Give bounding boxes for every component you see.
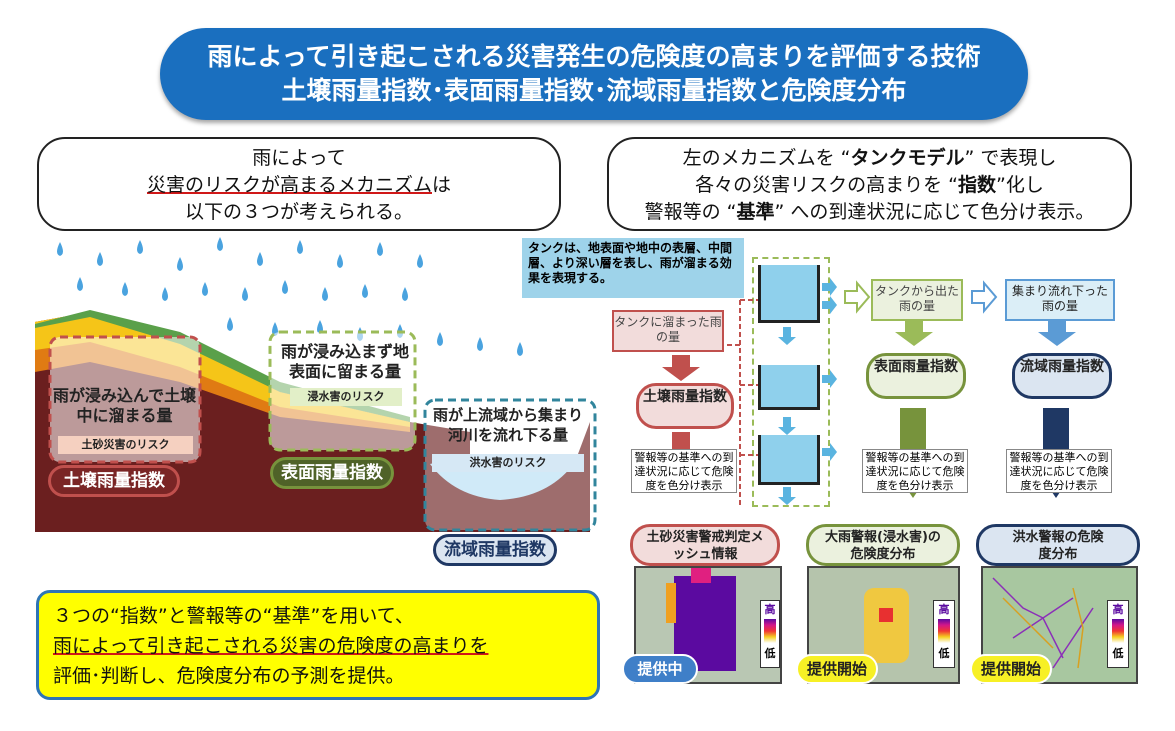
surface-index-node: 表面雨量指数	[866, 353, 966, 399]
line2-pre: 各々の災害リスクの高まりを “	[695, 174, 959, 196]
surface-index-pill: 表面雨量指数	[270, 457, 394, 489]
flow-product-title: 洪水警報の危険度分布	[976, 524, 1140, 566]
legend-high: 高	[938, 603, 950, 616]
surface-map-legend: 高 低	[933, 600, 955, 668]
line1-pre: 左のメカニズムを “	[682, 147, 851, 169]
tank-bubble-line2: 各々の災害リスクの高まりを “指数”化し	[609, 172, 1130, 199]
summary-line2: 雨によって引き起こされる災害の危険度の高まりを	[53, 635, 489, 657]
summary-line1: ３つの“指数”と警報等の“基準”を用いて、	[53, 605, 414, 627]
mechanism-bubble: 雨によって 災害のリスクが高まるメカニズムは 以下の３つが考えられる。	[37, 137, 561, 231]
map-magenta-top	[691, 568, 711, 583]
flow-index-pill: 流域雨量指数	[433, 534, 557, 566]
soil-index-pill: 土壌雨量指数	[48, 465, 180, 497]
line2-post: ”化し	[996, 174, 1044, 196]
map-orange-edge	[666, 583, 676, 623]
soil-map-legend: 高 低	[760, 600, 780, 668]
tank-middle	[758, 365, 820, 410]
soil-box-title: 雨が浸み込んで土壌中に溜まる量	[52, 386, 197, 425]
soil-dashed-box	[48, 335, 202, 464]
flow-index-node: 流域雨量指数	[1012, 353, 1112, 399]
flow-arrows	[725, 278, 998, 505]
tank-bubble-line1: 左のメカニズムを “タンクモデル” で表現し	[609, 145, 1130, 172]
title-line2: 土壌雨量指数･表面雨量指数･流域雨量指数と危険度分布	[281, 76, 907, 105]
collected-flow-label: 集まり流れ下った雨の量	[1005, 279, 1115, 321]
title-banner: 雨によって引き起こされる災害発生の危険度の高まりを評価する技術 土壌雨量指数･表…	[160, 28, 1028, 120]
line3-pre: 警報等の “	[644, 201, 737, 223]
title-line1: 雨によって引き起こされる災害発生の危険度の高まりを評価する技術	[207, 42, 981, 71]
surface-product-title: 大雨警報(浸水害)の危険度分布	[806, 524, 960, 566]
mechanism-line1: 雨によって	[252, 147, 346, 169]
tank-explanation-note: タンクは、地表面や地中の表層、中間層、より深い層を表し、雨が溜まる効果を表現する…	[522, 238, 744, 298]
flow-risk-label: 洪水害のリスク	[432, 454, 584, 472]
mechanism-line3: 以下の３つが考えられる。	[184, 201, 413, 223]
tank-upper	[758, 265, 820, 323]
tank-input-label: タンクに溜まった雨の量	[612, 310, 724, 352]
line1-post: ” で表現し	[964, 147, 1057, 169]
summary-line3: 評価･判断し、危険度分布の予測を提供。	[53, 665, 405, 687]
surface-status-badge: 提供開始	[796, 654, 878, 684]
surface-box-title: 雨が浸み込まず地表面に留まる量	[280, 342, 409, 381]
soil-product-title: 土砂災害警戒判定メッシュ情報	[630, 524, 780, 566]
legend-high: 高	[1112, 603, 1124, 616]
mechanism-line2: 災害のリスクが高まるメカニズムは	[39, 172, 559, 199]
soil-coloring-note: 警報等の基準への到達状況に応じて危険度を色分け表示	[631, 449, 737, 493]
summary-box: ３つの“指数”と警報等の“基準”を用いて、 雨によって引き起こされる災害の危険度…	[36, 590, 600, 700]
river-lines	[992, 577, 1094, 669]
flow-coloring-note: 警報等の基準への到達状況に応じて危険度を色分け表示	[1006, 449, 1112, 493]
legend-bar	[1112, 619, 1124, 643]
tank-model-bubble: 左のメカニズムを “タンクモデル” で表現し 各々の災害リスクの高まりを “指数…	[607, 137, 1132, 231]
tank-output-label: タンクから出た雨の量	[871, 279, 963, 321]
legend-high: 高	[764, 603, 776, 616]
flow-status-badge: 提供開始	[970, 654, 1052, 684]
soil-risk-label: 土砂災害のリスク	[58, 436, 193, 454]
legend-bar	[938, 619, 950, 643]
line3-bold: 基準	[736, 201, 775, 223]
mechanism-line2-rest: は	[432, 174, 452, 196]
surface-risk-label: 浸水害のリスク	[290, 388, 402, 406]
flow-box-title: 雨が上流域から集まり河川を流れ下る量	[432, 406, 583, 444]
line1-bold: タンクモデル	[850, 147, 965, 169]
line2-bold: 指数	[958, 174, 997, 196]
map-red-spot	[879, 608, 893, 622]
mechanism-highlight: 災害のリスクが高まるメカニズム	[146, 174, 432, 196]
soil-status-badge: 提供中	[622, 654, 698, 684]
line3-post: ” への到達状況に応じて色分け表示。	[774, 201, 1095, 223]
flood-map-legend: 高 低	[1107, 600, 1129, 668]
legend-low: 低	[938, 647, 950, 660]
map-yellow-area	[864, 588, 909, 663]
surface-coloring-note: 警報等の基準への到達状況に応じて危険度を色分け表示	[862, 449, 968, 493]
legend-bar	[764, 619, 776, 643]
tank-lower	[758, 435, 820, 485]
legend-low: 低	[1112, 647, 1124, 660]
legend-low: 低	[764, 647, 776, 660]
tank-bubble-line3: 警報等の “基準” への到達状況に応じて色分け表示。	[609, 199, 1130, 226]
soil-index-node: 土壌雨量指数	[636, 383, 734, 429]
